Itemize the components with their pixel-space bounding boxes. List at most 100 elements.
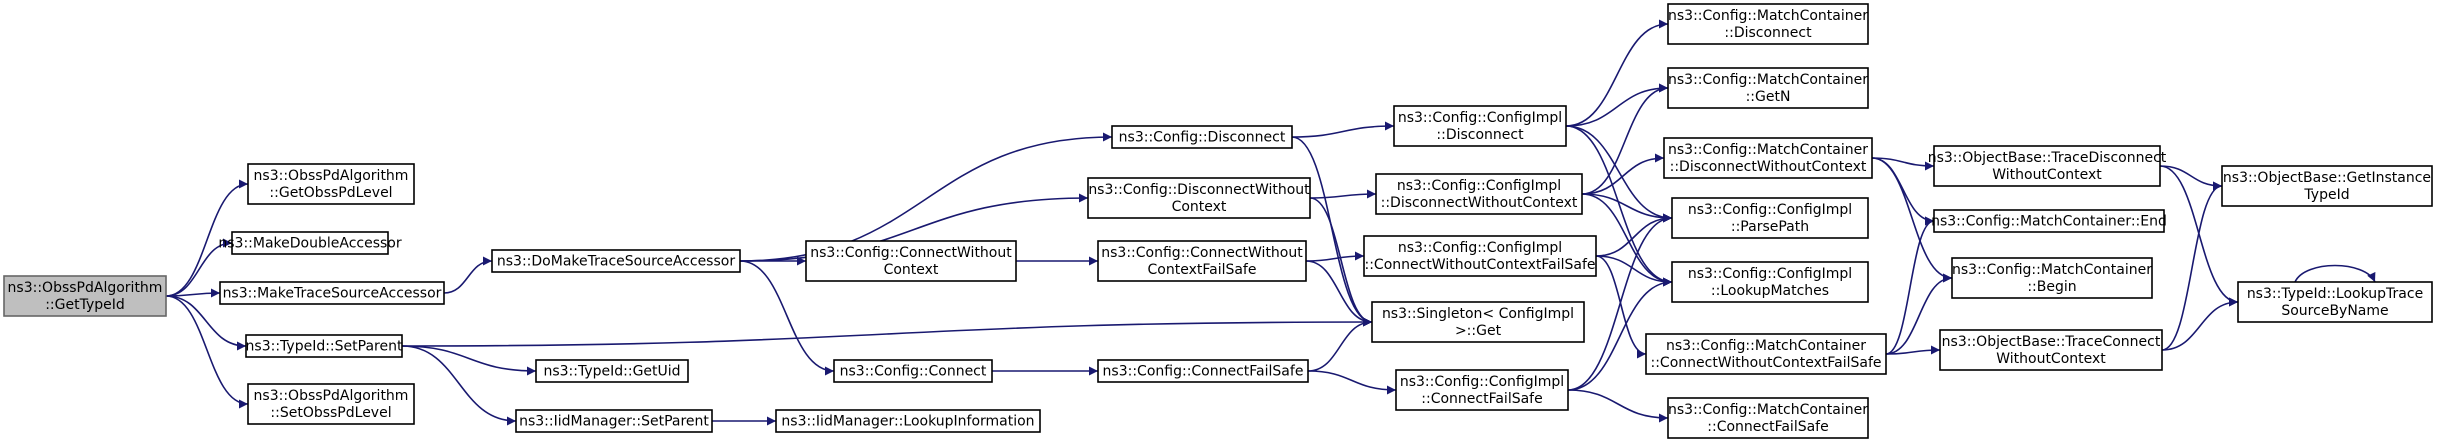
node-label: ns3::Config::MatchContainer xyxy=(1668,142,1868,158)
edge xyxy=(1309,197,1373,327)
node-box xyxy=(1933,145,2161,187)
edge-root-to-makeDouble xyxy=(165,238,233,297)
node-label: >::Get xyxy=(1455,323,1502,339)
node-box xyxy=(1671,197,1869,239)
node-label: ns3::Config::MatchContainer::End xyxy=(1931,214,2167,230)
node-box xyxy=(775,409,1041,433)
node-label: ns3::ObjectBase::TraceDisconnect xyxy=(1928,150,2167,166)
edge xyxy=(1871,157,1935,226)
edge-implConnectFS-to-lookupMatches xyxy=(1567,277,1673,391)
node-label: ns3::Config::ConfigImpl xyxy=(1688,266,1852,282)
edge xyxy=(1871,157,1935,171)
edge-cfgDisconnectWC-to-implDisconnectWC xyxy=(1309,189,1377,199)
node-makeTrace[interactable]: ns3::MakeTraceSourceAccessor xyxy=(219,281,445,305)
node-box xyxy=(1111,125,1293,149)
node-getUid[interactable]: ns3::TypeId::GetUid xyxy=(535,359,689,383)
node-obTraceDisconnect[interactable]: ns3::ObjectBase::TraceDisconnectWithoutC… xyxy=(1928,145,2167,187)
node-mcConnectFS[interactable]: ns3::Config::MatchContainer::ConnectFail… xyxy=(1667,397,1869,439)
node-getObss[interactable]: ns3::ObssPdAlgorithm::GetObssPdLevel xyxy=(247,163,415,205)
node-box xyxy=(1393,105,1567,147)
node-setParentT[interactable]: ns3::TypeId::SetParent xyxy=(245,334,403,358)
edge-mcDisconnectWC-to-obTraceDisconnect xyxy=(1871,157,1935,171)
node-setObss[interactable]: ns3::ObssPdAlgorithm::SetObssPdLevel xyxy=(247,383,415,425)
node-iidSetParent[interactable]: ns3::IidManager::SetParent xyxy=(515,409,713,433)
node-mcGetN[interactable]: ns3::Config::MatchContainer::GetN xyxy=(1667,67,1869,109)
node-label: ::DisconnectWithoutContext xyxy=(1670,159,1867,175)
node-implDisconnect[interactable]: ns3::Config::ConfigImpl::Disconnect xyxy=(1393,105,1567,147)
node-label: ns3::Config::MatchContainer xyxy=(1668,72,1868,88)
node-box xyxy=(1663,137,1873,179)
node-label: ::Begin xyxy=(2027,279,2076,295)
node-implConnectWCFS[interactable]: ns3::Config::ConfigImpl::ConnectWithoutC… xyxy=(1363,235,1597,277)
edge-makeTrace-to-doMake xyxy=(443,256,493,294)
edge-lookupTrace-to-lookupTrace xyxy=(2294,264,2376,283)
edge-implDisconnectWC-to-lookupMatches xyxy=(1581,193,1673,287)
edge xyxy=(1305,260,1373,327)
node-box xyxy=(2221,165,2433,207)
node-label: ::Disconnect xyxy=(1724,25,1812,41)
node-label: ns3::Config::ConnectWithout xyxy=(1101,245,1303,261)
node-cfgConnect[interactable]: ns3::Config::Connect xyxy=(833,359,993,383)
edge-setParentT-to-singleton xyxy=(401,317,1373,347)
node-box xyxy=(1667,397,1869,439)
node-root[interactable]: ns3::ObssPdAlgorithm::GetTypeId xyxy=(3,275,167,317)
node-cfgDisconnect[interactable]: ns3::Config::Disconnect xyxy=(1111,125,1293,149)
edge xyxy=(1307,317,1373,372)
edge-root-to-setParentT xyxy=(165,295,247,351)
node-box xyxy=(833,359,993,383)
edge xyxy=(401,317,1373,347)
edge xyxy=(443,256,493,294)
node-mcEnd[interactable]: ns3::Config::MatchContainer::End xyxy=(1931,209,2167,233)
edge xyxy=(1595,255,1673,287)
edge-implDisconnect-to-mcDisconnect xyxy=(1565,19,1669,127)
edge xyxy=(1885,216,1935,355)
edge-cfgDisconnect-to-implDisconnect xyxy=(1291,121,1395,138)
node-box xyxy=(805,240,1017,282)
node-mcBegin[interactable]: ns3::Config::MatchContainer::Begin xyxy=(1951,257,2153,299)
node-singleton[interactable]: ns3::Singleton< ConfigImpl>::Get xyxy=(1371,301,1585,343)
node-cfgConnectWC[interactable]: ns3::Config::ConnectWithoutContext xyxy=(805,240,1017,282)
node-label: ns3::Config::ConfigImpl xyxy=(1688,202,1852,218)
edge xyxy=(1309,189,1377,199)
node-label: ns3::Config::DisconnectWithout xyxy=(1088,182,1310,198)
node-box xyxy=(1667,67,1869,109)
node-implDisconnectWC[interactable]: ns3::Config::ConfigImpl::DisconnectWitho… xyxy=(1375,173,1583,215)
node-iidLookup[interactable]: ns3::IidManager::LookupInformation xyxy=(775,409,1041,433)
node-box xyxy=(1667,3,1869,45)
node-mcDisconnect[interactable]: ns3::Config::MatchContainer::Disconnect xyxy=(1667,3,1869,45)
node-cfgConnectFS[interactable]: ns3::Config::ConnectFailSafe xyxy=(1097,359,1309,383)
node-box xyxy=(535,359,689,383)
edge xyxy=(1567,277,1673,391)
edge xyxy=(2161,297,2239,351)
node-doMake[interactable]: ns3::DoMakeTraceSourceAccessor xyxy=(491,249,741,273)
node-label: ns3::Singleton< ConfigImpl xyxy=(1382,306,1574,322)
edge-root-to-getObss xyxy=(165,179,249,297)
node-box xyxy=(491,249,741,273)
node-lookupMatches[interactable]: ns3::Config::ConfigImpl::LookupMatches xyxy=(1671,261,1869,303)
node-label: ns3::Config::MatchContainer xyxy=(1666,338,1866,354)
node-label: ns3::Config::ConfigImpl xyxy=(1397,178,1561,194)
node-mcConnectWCFS[interactable]: ns3::Config::MatchContainer::ConnectWith… xyxy=(1645,333,1887,375)
node-label: ns3::Config::ConfigImpl xyxy=(1398,240,1562,256)
node-mcDisconnectWC[interactable]: ns3::Config::MatchContainer::DisconnectW… xyxy=(1663,137,1873,179)
node-label: ns3::Config::ConnectFailSafe xyxy=(1103,364,1304,380)
node-label: ::GetN xyxy=(1746,89,1791,105)
node-label: ns3::TypeId::GetUid xyxy=(543,364,680,380)
edge-mcDisconnectWC-to-mcBegin xyxy=(1871,157,1953,283)
node-obTraceConnect[interactable]: ns3::ObjectBase::TraceConnectWithoutCont… xyxy=(1939,329,2163,371)
edge-implConnectWCFS-to-mcConnectWCFS xyxy=(1595,255,1647,359)
node-label: ::SetObssPdLevel xyxy=(270,405,391,421)
node-implConnectFS[interactable]: ns3::Config::ConfigImpl::ConnectFailSafe xyxy=(1395,369,1569,411)
edge xyxy=(401,345,537,376)
edge-cfgConnectFS-to-singleton xyxy=(1307,317,1373,372)
node-makeDouble[interactable]: ns3::MakeDoubleAccessor xyxy=(218,231,402,255)
node-cfgConnectWCFS[interactable]: ns3::Config::ConnectWithoutContextFailSa… xyxy=(1097,240,1307,282)
node-parsePath[interactable]: ns3::Config::ConfigImpl::ParsePath xyxy=(1671,197,1869,239)
node-box xyxy=(1363,235,1597,277)
node-label: ns3::Config::MatchContainer xyxy=(1952,262,2152,278)
node-label: ns3::MakeDoubleAccessor xyxy=(218,236,401,252)
edge-implDisconnectWC-to-parsePath xyxy=(1581,193,1673,223)
node-cfgDisconnectWC[interactable]: ns3::Config::DisconnectWithoutContext xyxy=(1087,177,1311,219)
